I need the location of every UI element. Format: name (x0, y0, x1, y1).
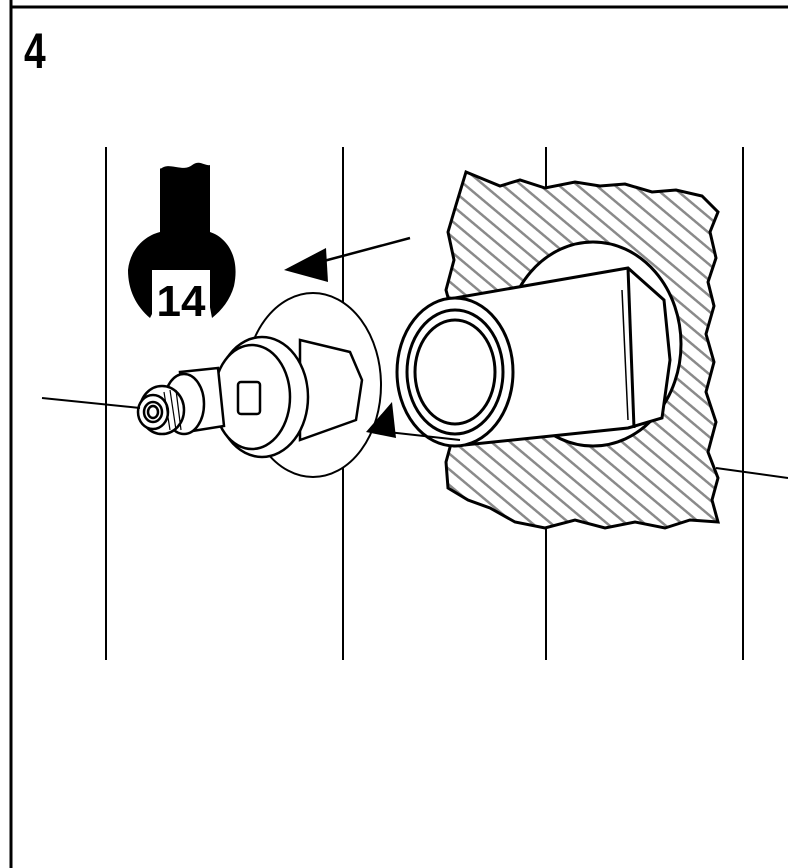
wall-fitting-sleeve (395, 266, 672, 448)
wrench-icon: 14 (128, 160, 236, 326)
insertion-arrow (284, 236, 411, 282)
valve-cartridge (136, 335, 364, 459)
step-number: 4 (24, 23, 46, 79)
wrench-size-label: 14 (157, 277, 206, 326)
rotation-arrow (366, 402, 396, 438)
